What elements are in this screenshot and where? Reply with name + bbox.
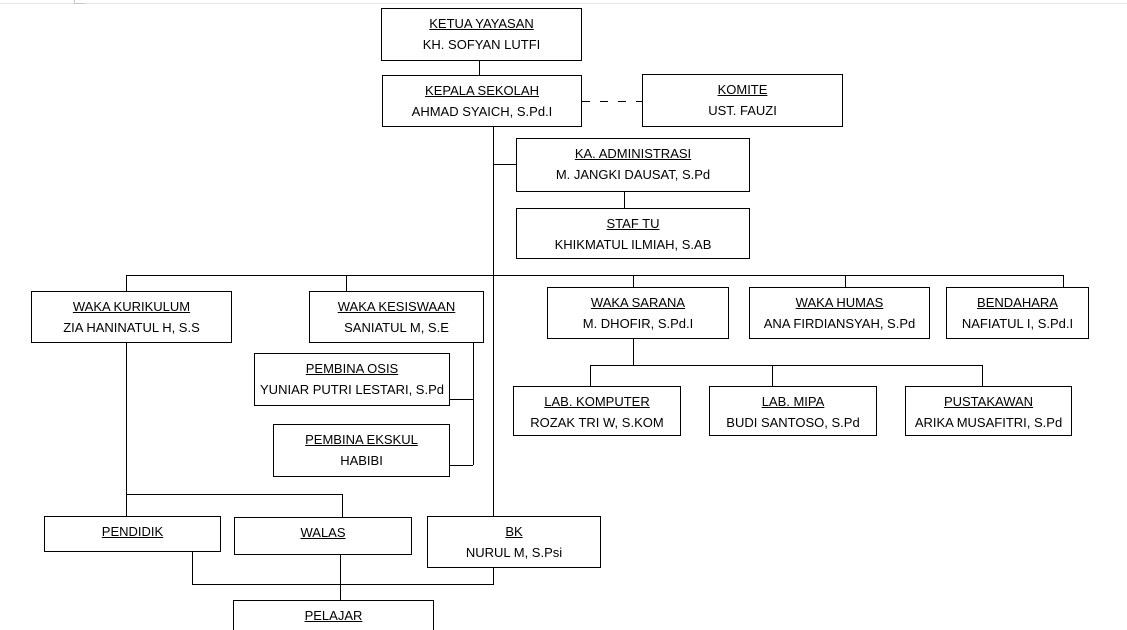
top-ruler — [0, 0, 1127, 4]
node-person: ZIA HANINATUL H, S.S — [63, 320, 200, 335]
node-kepala-sekolah: KEPALA SEKOLAH AHMAD SYAICH, S.Pd.I — [382, 75, 582, 127]
node-title: STAF TU — [606, 216, 660, 231]
node-title: BK — [505, 524, 523, 539]
node-title: BENDAHARA — [977, 295, 1058, 310]
node-title: WAKA SARANA — [590, 295, 686, 310]
node-pustakawan: PUSTAKAWAN ARIKA MUSAFITRI, S.Pd — [905, 386, 1072, 436]
node-person: KHIKMATUL ILMIAH, S.AB — [554, 237, 712, 252]
node-person: ROZAK TRI W, S.KOM — [530, 415, 664, 430]
node-person: M. DHOFIR, S.Pd.I — [582, 316, 694, 331]
node-person: SANIATUL M, S.E — [344, 320, 449, 335]
node-pelajar: PELAJAR — [233, 600, 434, 630]
top-ruler-mark — [74, 0, 85, 4]
node-waka-sarana: WAKA SARANA M. DHOFIR, S.Pd.I — [547, 287, 729, 339]
node-title: PUSTAKAWAN — [943, 394, 1034, 409]
node-bk: BK NURUL M, S.Psi — [427, 516, 601, 568]
node-staf-tu: STAF TU KHIKMATUL ILMIAH, S.AB — [516, 208, 750, 259]
node-title: PELAJAR — [304, 608, 363, 623]
node-title: PEMBINA OSIS — [305, 361, 399, 376]
node-title: WAKA KESISWAAN — [337, 299, 456, 314]
node-lab-mipa: LAB. MIPA BUDI SANTOSO, S.Pd — [709, 386, 877, 436]
node-waka-humas: WAKA HUMAS ANA FIRDIANSYAH, S.Pd — [749, 287, 930, 339]
node-person: M. JANGKI DAUSAT, S.Pd — [555, 167, 711, 182]
node-title: WALAS — [300, 525, 346, 540]
node-person: UST. FAUZI — [708, 103, 777, 118]
node-title: KOMITE — [717, 82, 768, 97]
node-waka-kesiswaan: WAKA KESISWAAN SANIATUL M, S.E — [309, 291, 484, 343]
node-title: WAKA KURIKULUM — [72, 299, 191, 314]
node-lab-komputer: LAB. KOMPUTER ROZAK TRI W, S.KOM — [513, 386, 681, 436]
node-person: BUDI SANTOSO, S.Pd — [726, 415, 860, 430]
node-waka-kurikulum: WAKA KURIKULUM ZIA HANINATUL H, S.S — [31, 291, 232, 343]
node-title: LAB. KOMPUTER — [544, 394, 650, 409]
node-title: KETUA YAYASAN — [429, 16, 534, 31]
node-person: HABIBI — [340, 453, 383, 468]
node-person: AHMAD SYAICH, S.Pd.I — [411, 104, 553, 119]
node-person: NURUL M, S.Psi — [465, 545, 563, 560]
node-title: PENDIDIK — [101, 524, 164, 539]
node-title: LAB. MIPA — [761, 394, 825, 409]
node-person: ANA FIRDIANSYAH, S.Pd — [763, 316, 916, 331]
node-title: PEMBINA EKSKUL — [305, 432, 418, 447]
node-ka-administrasi: KA. ADMINISTRASI M. JANGKI DAUSAT, S.Pd — [516, 138, 750, 192]
node-pembina-ekskul: PEMBINA EKSKUL HABIBI — [273, 424, 450, 477]
node-komite: KOMITE UST. FAUZI — [642, 74, 843, 127]
node-title: WAKA HUMAS — [795, 295, 884, 310]
node-person: NAFIATUL I, S.Pd.I — [961, 316, 1074, 331]
node-pembina-osis: PEMBINA OSIS YUNIAR PUTRI LESTARI, S.Pd — [254, 353, 450, 406]
node-title: KEPALA SEKOLAH — [425, 83, 539, 98]
node-bendahara: BENDAHARA NAFIATUL I, S.Pd.I — [946, 287, 1089, 339]
node-title: KA. ADMINISTRASI — [574, 146, 692, 161]
node-pendidik: PENDIDIK — [44, 516, 221, 552]
node-ketua-yayasan: KETUA YAYASAN KH. SOFYAN LUTFI — [381, 8, 582, 61]
node-walas: WALAS — [234, 517, 412, 555]
node-person: ARIKA MUSAFITRI, S.Pd — [914, 415, 1063, 430]
node-person: YUNIAR PUTRI LESTARI, S.Pd — [260, 382, 444, 397]
node-person: KH. SOFYAN LUTFI — [422, 37, 541, 52]
